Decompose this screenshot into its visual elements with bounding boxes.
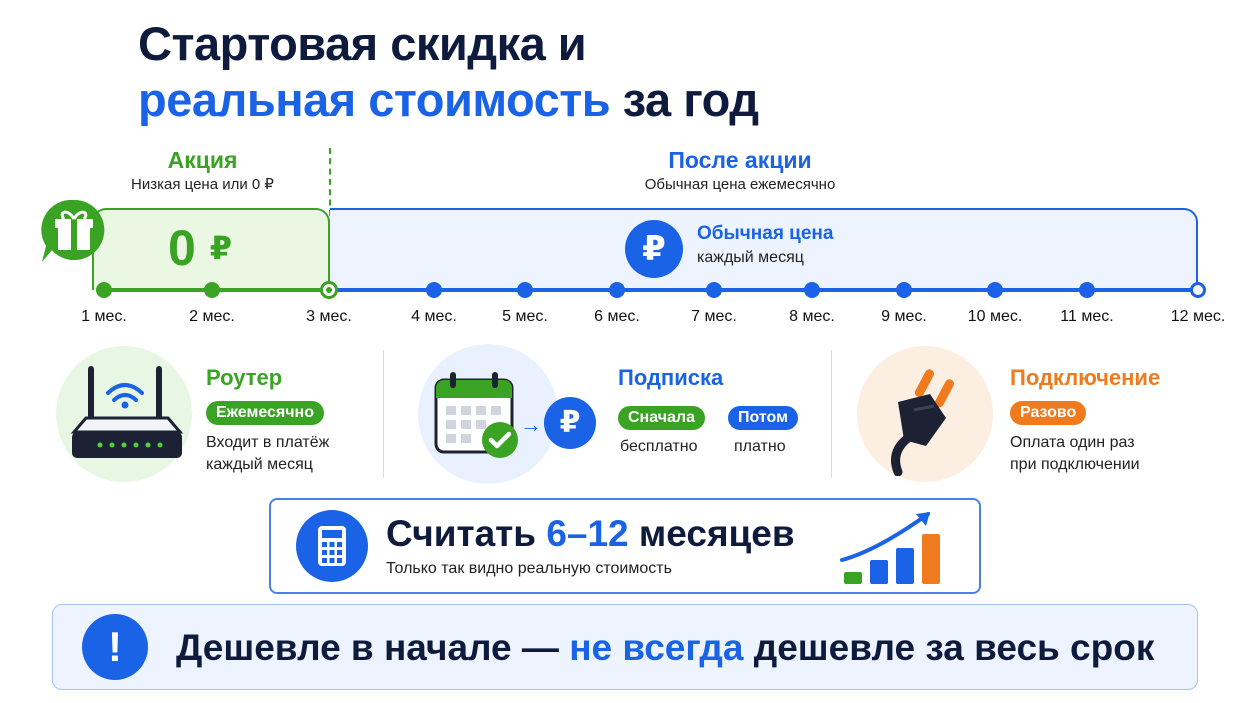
regular-price-title: Обычная цена	[697, 223, 834, 244]
after-promo-period-box	[330, 208, 1198, 290]
first-text: бесплатно	[620, 438, 698, 455]
promo-subtitle: Низкая цена или 0 ₽	[131, 176, 274, 193]
router-icon	[70, 366, 184, 458]
timeline-dot	[987, 282, 1003, 298]
title-line-1: Стартовая скидка и	[138, 17, 587, 70]
after-promo-header: После акции Обычная цена ежемесячно	[540, 146, 940, 196]
month-label: 10 мес.	[967, 308, 1023, 325]
badge-then: Потом	[728, 406, 798, 430]
title-line-2: реальная стоимость за год	[138, 72, 759, 128]
gift-icon	[41, 199, 105, 262]
month-label: 6 мес.	[594, 308, 640, 325]
connection-title: Подключение	[1010, 365, 1161, 390]
timeline-dot	[426, 282, 442, 298]
month-label: 3 мес.	[306, 308, 352, 325]
month-label: 12 мес.	[1170, 308, 1226, 325]
connection-line-1: Оплата один раз	[1010, 434, 1135, 451]
ruble-icon: ₽	[625, 220, 683, 278]
subscription-then: Потом платно	[728, 406, 798, 456]
timeline-dot	[609, 282, 625, 298]
growth-chart-icon	[840, 512, 940, 584]
regular-price-label: Обычная цена каждый месяц	[697, 222, 833, 270]
connection-badge: Разово	[1010, 401, 1087, 425]
timeline-dot	[706, 282, 722, 298]
warning-part-3: дешевле за весь срок	[753, 627, 1155, 668]
calculator-glyph	[318, 526, 346, 566]
regular-price-sub: каждый месяц	[697, 249, 804, 266]
timeline-dot	[1190, 282, 1206, 298]
title-tail: за год	[622, 73, 759, 126]
exclamation-icon: !	[82, 614, 148, 680]
divider	[383, 350, 384, 478]
month-label: 2 мес.	[189, 308, 235, 325]
count-title: Считать 6–12 месяцев	[386, 512, 795, 556]
after-promo-heading: После акции	[668, 147, 812, 173]
month-label: 5 мес.	[502, 308, 548, 325]
promo-price: 0 ₽	[168, 220, 232, 276]
calendar-icon	[434, 372, 518, 458]
router-line-2: каждый месяц	[206, 456, 313, 473]
connection-line-2: при подключении	[1010, 456, 1140, 473]
after-promo-subtitle: Обычная цена ежемесячно	[644, 176, 836, 193]
timeline-after-segment	[330, 288, 1200, 292]
count-months-box	[269, 498, 981, 594]
badge-first: Сначала	[618, 406, 705, 430]
promo-period-box	[92, 208, 330, 290]
count-suffix: месяцев	[638, 513, 795, 554]
connection-badge-wrap: Разово	[1010, 401, 1160, 425]
warning-part-1: Дешевле в начале —	[176, 627, 559, 668]
timeline-dot	[320, 281, 338, 299]
promo-header: Акция Низкая цена или 0 ₽	[100, 146, 305, 196]
ruble-icon: ₽	[544, 397, 596, 449]
month-label: 7 мес.	[691, 308, 737, 325]
plug-icon	[891, 369, 955, 476]
promo-price-currency: ₽	[209, 230, 232, 266]
subscription-block: Подписка	[618, 364, 723, 392]
router-line-1: Входит в платёж	[206, 434, 330, 451]
timeline-dot	[96, 282, 112, 298]
router-block: Роутер Ежемесячно Входит в платёж каждый…	[206, 364, 329, 476]
connection-block: Подключение Разово Оплата один раз при п…	[1010, 364, 1160, 476]
page-title: Стартовая скидка и реальная стоимость за…	[138, 16, 759, 128]
then-text: платно	[734, 438, 786, 455]
count-subtitle: Только так видно реальную стоимость	[386, 560, 672, 577]
month-label: 4 мес.	[411, 308, 457, 325]
calculator-icon	[296, 510, 368, 582]
router-badge: Ежемесячно	[206, 401, 324, 425]
router-icon-bg	[56, 346, 192, 482]
month-label: 11 мес.	[1060, 308, 1114, 325]
timeline-dot	[896, 282, 912, 298]
router-badge-wrap: Ежемесячно	[206, 401, 329, 425]
timeline-dot	[804, 282, 820, 298]
month-label: 1 мес.	[81, 308, 127, 325]
subscription-first: Сначала бесплатно	[618, 406, 705, 456]
warning-box	[52, 604, 1198, 690]
month-label: 9 мес.	[881, 308, 927, 325]
month-label: 8 мес.	[789, 308, 835, 325]
timeline-dot	[1079, 282, 1095, 298]
count-highlight: 6–12	[546, 513, 629, 554]
warning-part-2: не всегда	[569, 627, 744, 668]
subscription-title: Подписка	[618, 365, 724, 390]
promo-heading: Акция	[167, 147, 238, 173]
warning-text: Дешевле в начале — не всегда дешевле за …	[176, 624, 1154, 672]
timeline-dot	[517, 282, 533, 298]
title-highlight: реальная стоимость	[138, 73, 611, 126]
promo-price-value: 0	[168, 220, 196, 276]
count-prefix: Считать	[386, 513, 537, 554]
divider	[831, 350, 832, 478]
timeline-dot	[204, 282, 220, 298]
router-title: Роутер	[206, 365, 283, 390]
arrow-right-icon: →	[520, 412, 542, 437]
